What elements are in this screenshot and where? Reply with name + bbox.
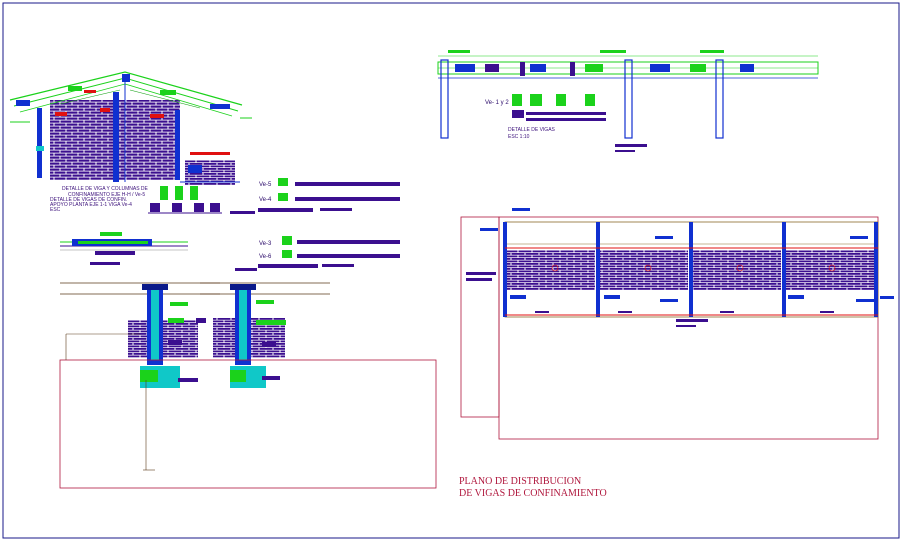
roof-caption-1: DETALLE DE VIGA Y COLUMNAS DE [62,186,149,192]
tag-ve6: Ve-6 [259,254,272,260]
roof-caption-5: ESC [50,207,61,213]
plan-title-block: PLANO DE DISTRIBUCION DE VIGAS DE CONFIN… [459,476,607,499]
small-beam-detail [60,232,188,265]
roof-caption-4: APOYO PLANTA EJE 1-1 VIGA Ve-4 [50,202,132,208]
roof-caption-2: CONFINAMIENTO EJE H-H / Ve-5 [68,192,145,198]
tag-ve4: Ve-4 [259,197,272,203]
tag-ve5: Ve-5 [259,182,272,188]
tag-ve3: Ve-3 [259,241,272,247]
plan-title-line1: PLANO DE DISTRIBUCION [459,476,581,487]
gable-wall-detail [9,71,252,185]
top-beam-caption-1: DETALLE DE VIGAS [508,127,556,133]
gable-captions: DETALLE DE VIGA Y COLUMNAS DE CONFINAMIE… [50,186,222,214]
distribution-plan [460,208,894,440]
beam-section-tags: Ve-5 Ve-4 Ve-3 Ve-6 [230,178,400,271]
top-beam-callout: Ve- 1 y 2 [485,100,509,106]
roof-caption-3: DETALLE DE VIGAS DE CONFIN. [50,197,127,203]
top-beam-caption-2: ESC 1:10 [508,134,530,140]
beam-elevation-top: Ve- 1 y 2 DETALLE DE VIGAS ESC 1:10 [437,50,819,152]
plan-title-line2: DE VIGAS DE CONFINAMIENTO [459,488,607,499]
foundation-sections [59,282,437,489]
